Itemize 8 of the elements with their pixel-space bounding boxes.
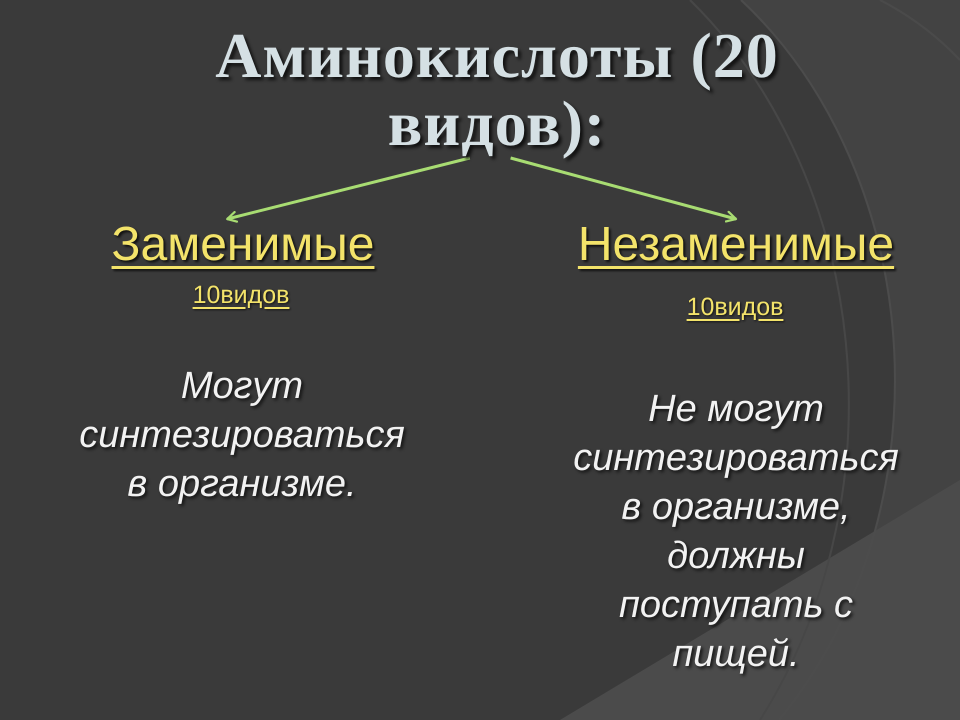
- species-count: 10видов: [686, 292, 784, 322]
- category-heading: Незаменимые: [578, 219, 894, 271]
- arrow: [510, 156, 738, 223]
- species-count: 10видов: [192, 280, 290, 310]
- title-heading: Аминокислоты (20 видов):: [157, 22, 837, 158]
- description-text: Не могут синтезироваться в организме, должны поступать с пищей.: [573, 387, 899, 677]
- description-text: Могут синтезироваться в организме.: [79, 364, 405, 507]
- category-heading: Заменимые: [112, 219, 374, 271]
